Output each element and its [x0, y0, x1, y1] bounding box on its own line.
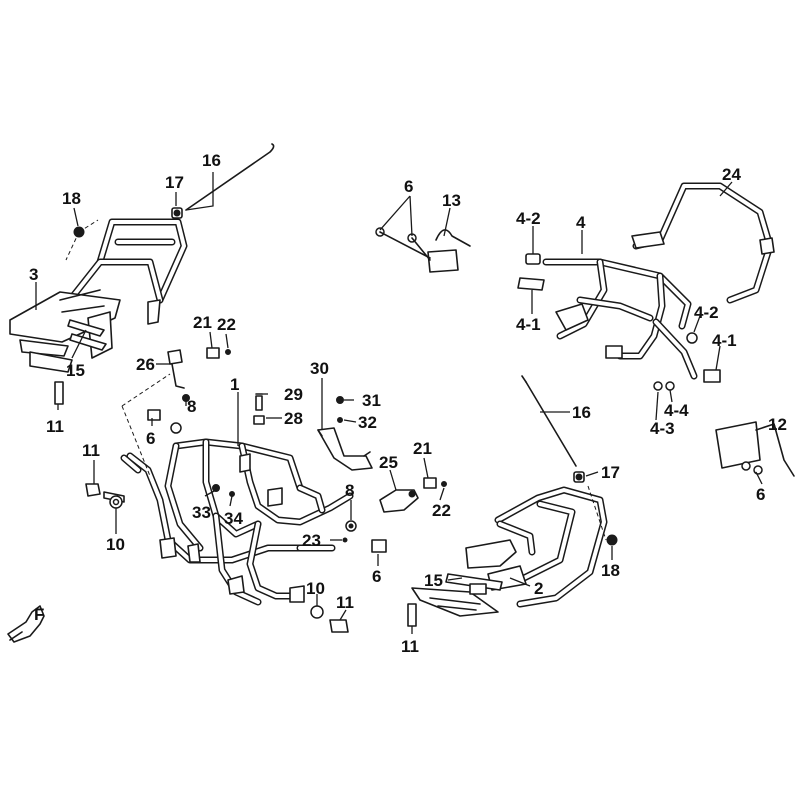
callout-label: 4 — [576, 213, 586, 232]
callout-label: 6 — [146, 429, 155, 448]
callout-label: 12 — [768, 415, 787, 434]
bracket-part-30 — [317, 427, 373, 471]
callout-label: 11 — [46, 417, 64, 436]
guard-part-24 — [631, 182, 775, 304]
callout-label: 23 — [302, 531, 321, 550]
callout-label: 4-4 — [664, 401, 689, 420]
frame-front-tubes — [120, 373, 171, 477]
callout-label: 21 — [413, 439, 432, 458]
callout-label: 34 — [224, 509, 243, 528]
callout-label: 3 — [29, 265, 38, 284]
frame-hardware — [85, 347, 387, 633]
callout-label: 4-2 — [516, 209, 541, 228]
callout-label: 22 — [432, 501, 451, 520]
rear-rack-hardware — [54, 143, 275, 405]
bracket-part-25 — [379, 477, 447, 513]
callout-label: 31 — [362, 391, 381, 410]
direction-label: F — [34, 605, 44, 624]
callout-label: 1 — [230, 375, 239, 394]
plate-part-13 — [375, 227, 471, 273]
callout-label: 25 — [379, 453, 398, 472]
bumper-part-4 — [517, 253, 721, 391]
callout-label: 33 — [192, 503, 211, 522]
callout-label: 6 — [404, 177, 413, 196]
front-rack-hardware — [407, 375, 618, 627]
callout-label: 6 — [372, 567, 381, 586]
callout-label: 17 — [165, 173, 184, 192]
callout-labels: 16 17 18 3 15 11 21 22 26 8 6 1 29 28 30… — [29, 151, 787, 656]
callout-label: 15 — [424, 571, 443, 590]
callout-label: 15 — [66, 361, 85, 380]
callout-label: 22 — [217, 315, 236, 334]
callout-label: 4-1 — [712, 331, 737, 350]
callout-label: 11 — [401, 637, 419, 656]
callout-label: 16 — [572, 403, 591, 422]
callout-label: 26 — [136, 355, 155, 374]
callout-label: 13 — [442, 191, 461, 210]
callout-label: 10 — [306, 579, 325, 598]
callout-label: 28 — [284, 409, 303, 428]
callout-label: 10 — [106, 535, 125, 554]
callout-label: 17 — [601, 463, 620, 482]
callout-label: 4-3 — [650, 419, 675, 438]
callout-label: 16 — [202, 151, 221, 170]
callout-label: 18 — [62, 189, 81, 208]
front-rack-part-2 — [411, 486, 608, 617]
callout-label: 8 — [187, 397, 196, 416]
plate-part-12 — [715, 421, 795, 477]
callout-label: 29 — [284, 385, 303, 404]
callout-label: 8 — [345, 481, 354, 500]
callout-label: 18 — [601, 561, 620, 580]
leader-lines — [35, 172, 777, 634]
main-frame-part-1 — [126, 438, 354, 606]
callout-label: 32 — [358, 413, 377, 432]
callout-label: 2 — [534, 579, 543, 598]
front-direction-arrow-icon: F — [7, 605, 45, 643]
callout-label: 21 — [193, 313, 212, 332]
callout-label: 24 — [722, 165, 741, 184]
callout-label: 4-2 — [694, 303, 719, 322]
callout-label: 4-1 — [516, 315, 541, 334]
callout-label: 11 — [82, 441, 100, 460]
callout-label: 30 — [310, 359, 329, 378]
callout-label: 11 — [336, 593, 354, 612]
callout-label: 6 — [756, 485, 765, 504]
